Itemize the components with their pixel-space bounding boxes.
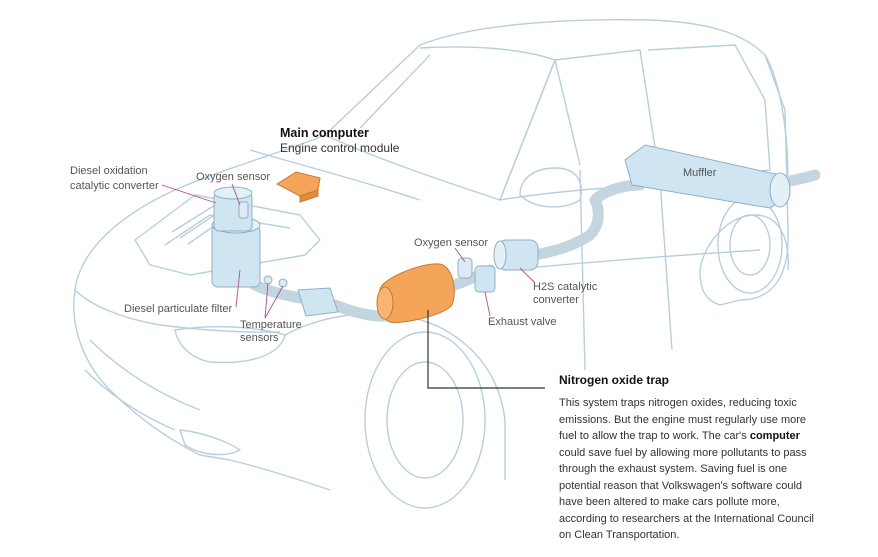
- engine-control-module: [275, 171, 321, 203]
- nitrogen-oxide-trap-description: This system traps nitrogen oxides, reduc…: [559, 395, 821, 544]
- nitrogen-trap-leader: [427, 310, 545, 389]
- oxygen-sensor-front-label: Oxygen sensor: [196, 171, 270, 183]
- muffler-label: Muffler: [683, 167, 717, 179]
- description-text-1: This system traps nitrogen oxides, reduc…: [559, 397, 807, 442]
- diesel-oxidation-label-2: catalytic converter: [70, 180, 159, 192]
- exhaust-valve-label: Exhaust valve: [488, 316, 557, 328]
- h2s-catalytic-converter: [493, 239, 539, 271]
- h2s-label-2: converter: [533, 294, 579, 306]
- nitrogen-oxide-trap-title: Nitrogen oxide trap: [559, 373, 670, 387]
- diesel-oxidation-label-1: Diesel oxidation: [70, 165, 148, 177]
- main-computer-subtitle: Engine control module: [280, 141, 400, 155]
- flex-pipe-canister: [297, 287, 339, 317]
- description-bold-word: computer: [749, 430, 800, 442]
- diesel-particulate-filter-label: Diesel particulate filter: [124, 303, 233, 315]
- oxygen-sensor-rear-label: Oxygen sensor: [414, 237, 488, 249]
- description-text-2: could save fuel by allowing more polluta…: [559, 446, 814, 542]
- leader-lines: [161, 183, 536, 319]
- oxygen-sensor-rear: [457, 257, 473, 279]
- h2s-label-1: H2S catalytic: [533, 281, 598, 293]
- nitrogen-oxide-trap: [376, 263, 455, 324]
- oxygen-sensor-front: [238, 201, 249, 219]
- car-outline: [73, 18, 789, 509]
- exhaust-valve: [474, 265, 496, 293]
- temperature-sensors: [263, 275, 288, 288]
- muffler: [624, 144, 791, 209]
- temperature-sensors-label-1: Temperature: [240, 319, 302, 331]
- temperature-sensors-label-2: sensors: [240, 332, 279, 344]
- main-computer-title: Main computer: [280, 126, 369, 140]
